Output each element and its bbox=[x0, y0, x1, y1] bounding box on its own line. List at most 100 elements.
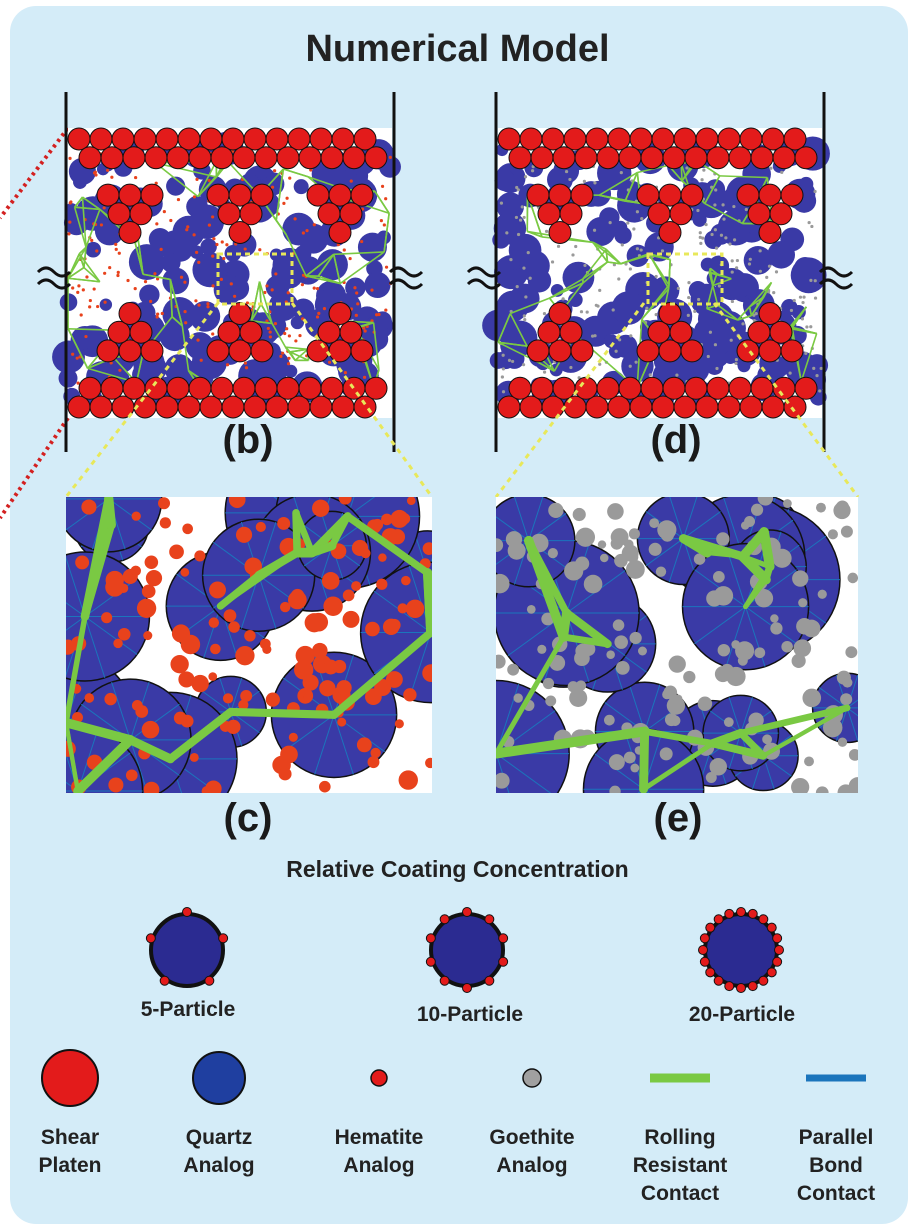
platen-particle bbox=[794, 146, 818, 170]
coating-particle bbox=[315, 286, 320, 291]
coating-particle bbox=[279, 601, 291, 613]
coating-particle bbox=[155, 277, 160, 281]
coating-particle bbox=[336, 680, 352, 696]
coating-particle bbox=[629, 334, 633, 338]
panel-label-c: (c) bbox=[223, 796, 273, 840]
coating-particle bbox=[524, 295, 528, 299]
coating-particle bbox=[384, 265, 389, 269]
coated-grain-20-particle bbox=[698, 907, 784, 993]
coating-particle bbox=[698, 235, 702, 239]
coating-particle bbox=[730, 259, 734, 263]
coating-particle bbox=[197, 260, 201, 264]
coating-particle bbox=[365, 688, 382, 706]
platen-particle bbox=[239, 320, 263, 344]
coating-particle bbox=[585, 310, 589, 314]
contact-chain bbox=[668, 259, 672, 286]
quartz-grain bbox=[99, 298, 113, 311]
coating-particle bbox=[822, 717, 843, 738]
coating-particle bbox=[113, 638, 123, 649]
coating-particle bbox=[338, 497, 352, 505]
coating-particle bbox=[422, 664, 432, 683]
coating-particle bbox=[278, 767, 292, 781]
coating-particle bbox=[79, 313, 83, 317]
coating-particle bbox=[809, 325, 813, 329]
platen-particle bbox=[548, 221, 572, 244]
coating-particle bbox=[159, 517, 171, 529]
coating-particle bbox=[222, 256, 226, 261]
coating-particle bbox=[255, 521, 266, 533]
coating-particle bbox=[606, 650, 615, 659]
coating-particle bbox=[315, 315, 320, 319]
platen-particle bbox=[658, 302, 682, 325]
panel-label-d: (d) bbox=[650, 418, 702, 462]
quartz-grain bbox=[316, 249, 348, 281]
coating-particle bbox=[136, 598, 157, 618]
coating-particle bbox=[614, 635, 628, 649]
platen-particle bbox=[342, 376, 366, 400]
coating-particle bbox=[564, 169, 569, 174]
coating-particle bbox=[92, 287, 96, 291]
coating-particle bbox=[816, 502, 826, 513]
coating-particle bbox=[788, 371, 792, 375]
platen-particle bbox=[328, 302, 352, 325]
coating-particle bbox=[378, 553, 387, 562]
coating-particle bbox=[812, 366, 816, 370]
coating-particle bbox=[649, 518, 660, 529]
hematite-particle bbox=[713, 975, 724, 986]
coating-particle bbox=[716, 532, 730, 546]
coating-particle bbox=[288, 176, 292, 180]
parallel-bond bbox=[108, 498, 152, 531]
contact-chain bbox=[374, 190, 390, 214]
parallel-bond bbox=[496, 753, 552, 793]
coating-particle bbox=[800, 317, 805, 321]
coating-particle bbox=[593, 334, 597, 338]
platen-particle bbox=[78, 376, 102, 400]
coating-particle bbox=[702, 168, 706, 172]
coating-particle bbox=[401, 575, 411, 586]
coating-particle bbox=[279, 354, 283, 359]
coating-particle bbox=[574, 244, 578, 249]
platen-particle bbox=[750, 376, 774, 400]
platen-particle bbox=[772, 376, 796, 400]
coating-particle bbox=[521, 363, 526, 367]
contact-chain bbox=[66, 717, 136, 745]
coating-particle bbox=[526, 250, 530, 255]
platen-particle bbox=[118, 221, 142, 244]
contact-chain bbox=[599, 194, 641, 205]
zoom-box bbox=[216, 252, 294, 306]
coating-particle bbox=[195, 250, 199, 254]
coating-particle bbox=[232, 497, 242, 506]
platen-particle bbox=[100, 376, 124, 400]
coating-particle bbox=[530, 169, 535, 173]
parallel-bond bbox=[111, 681, 131, 741]
quartz-grain bbox=[161, 253, 181, 273]
coating-particle bbox=[603, 714, 615, 726]
coating-particle bbox=[635, 247, 639, 251]
coating-particle bbox=[655, 566, 667, 577]
coating-particle bbox=[594, 303, 598, 307]
contact-chain bbox=[709, 268, 714, 286]
quartz-grain bbox=[162, 267, 190, 295]
coating-particle bbox=[687, 295, 691, 300]
coating-particle bbox=[522, 215, 526, 220]
coating-particle bbox=[312, 642, 328, 659]
platen-particle bbox=[570, 183, 594, 207]
coating-particle bbox=[367, 756, 380, 769]
coating-particle bbox=[610, 528, 629, 546]
coating-particle bbox=[305, 229, 309, 233]
coating-particle bbox=[243, 361, 248, 365]
coating-particle bbox=[88, 298, 92, 303]
coating-particle bbox=[81, 499, 97, 515]
parallel-bond bbox=[728, 697, 742, 734]
coating-particle bbox=[747, 262, 752, 266]
coating-particle bbox=[379, 219, 383, 223]
coating-particle bbox=[280, 351, 285, 355]
contact-chain bbox=[737, 704, 851, 737]
platen-particle bbox=[530, 376, 554, 400]
hematite-particle bbox=[747, 908, 758, 919]
coating-particle bbox=[268, 330, 272, 334]
contact-chain bbox=[339, 251, 385, 285]
coating-particle bbox=[110, 175, 114, 179]
coating-particle bbox=[774, 270, 779, 274]
coating-particle bbox=[95, 249, 99, 253]
